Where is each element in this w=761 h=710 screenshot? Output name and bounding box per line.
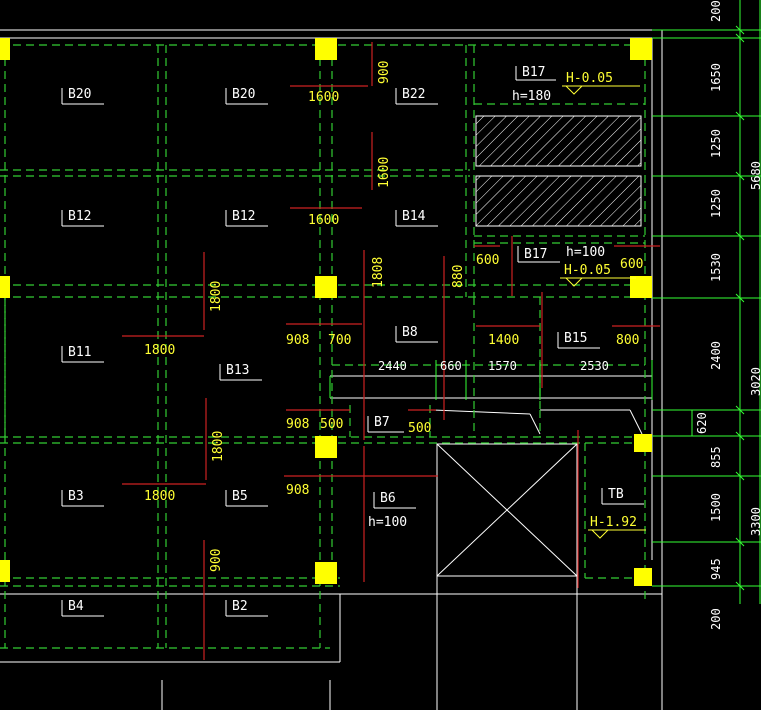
rebar-lines: [122, 42, 660, 660]
rebar-500-a: 500: [320, 417, 343, 432]
side-dim-1250-b: 1250: [709, 189, 723, 218]
rebar-800: 800: [616, 333, 639, 348]
dim-2530: 2530: [580, 359, 609, 373]
side-dim-200-a: 200: [709, 0, 723, 22]
rebar-1400: 1400: [488, 333, 519, 348]
rebar-908-a: 908: [286, 333, 309, 348]
rebar-500-b: 500: [408, 421, 431, 436]
dim-1570: 1570: [488, 359, 517, 373]
slab-b17b: B17: [524, 247, 547, 262]
rebar-1808: 1808: [371, 257, 386, 288]
slab-b20a: B20: [68, 87, 91, 102]
wall-outlines: [0, 29, 663, 710]
total-dim-5680: 5680: [749, 161, 761, 190]
rebar-1600-a: 1600: [308, 90, 339, 105]
slab-labels: B20 B20 B22 B17 B12 B12 B14 B17 B11 B13 …: [68, 65, 624, 614]
rebar-1800-d: 1800: [144, 489, 175, 504]
note-h100-a: h=100: [566, 245, 605, 260]
rebar-900-a: 900: [377, 61, 392, 84]
slab-tb: TB: [608, 487, 624, 502]
rebar-880: 880: [451, 265, 466, 288]
rebar-1600-b: 1600: [377, 157, 392, 188]
note-h100-b: h=100: [368, 515, 407, 530]
rebar-1800-c: 1800: [211, 431, 226, 462]
total-dim-3300: 3300: [749, 507, 761, 536]
slab-b20b: B20: [232, 87, 255, 102]
slab-b5: B5: [232, 489, 248, 504]
rebar-1800-b: 1800: [144, 343, 175, 358]
slab-b12b: B12: [232, 209, 255, 224]
rebar-900-b: 900: [209, 549, 224, 572]
side-dim-945: 945: [709, 558, 723, 580]
elevation-notes: H-0.05 h=180 h=100 H-0.05 h=100 H-1.92: [368, 71, 646, 539]
side-dimensions: 200 1650 1250 1250 1530 2400 620 855 150…: [695, 0, 761, 630]
dimension-lines: [329, 0, 761, 604]
slab-b22: B22: [402, 87, 425, 102]
note-h-005-a-marker: [565, 85, 583, 95]
columns: [0, 38, 652, 586]
note-h-192-marker: [591, 529, 609, 539]
note-h180: h=180: [512, 89, 551, 104]
note-h-005-a: H-0.05: [566, 71, 613, 86]
slab-b6: B6: [380, 491, 396, 506]
side-dim-1650: 1650: [709, 63, 723, 92]
dim-2440: 2440: [378, 359, 407, 373]
void-hatch-upper: [475, 115, 642, 167]
slab-b15: B15: [564, 331, 587, 346]
side-dim-2400: 2400: [709, 341, 723, 370]
slab-arrows: [61, 66, 644, 617]
side-dim-1250-a: 1250: [709, 129, 723, 158]
rebar-1800-a: 1800: [209, 281, 224, 312]
slab-b13: B13: [226, 363, 249, 378]
slab-b3: B3: [68, 489, 84, 504]
side-dim-620: 620: [695, 412, 709, 434]
slab-b4: B4: [68, 599, 84, 614]
rebar-600-b: 600: [620, 257, 643, 272]
slab-b2: B2: [232, 599, 248, 614]
rebar-700: 700: [328, 333, 351, 348]
side-dim-1530: 1530: [709, 253, 723, 282]
rebar-908-c: 908: [286, 483, 309, 498]
slab-b8: B8: [402, 325, 418, 340]
inner-dimensions: 2440 660 1570 2530: [378, 359, 609, 373]
dim-660: 660: [440, 359, 462, 373]
slab-b12a: B12: [68, 209, 91, 224]
slab-b11: B11: [68, 345, 91, 360]
rebar-1600-c: 1600: [308, 213, 339, 228]
note-h-192: H-1.92: [590, 515, 637, 530]
side-dim-1500: 1500: [709, 493, 723, 522]
rebar-lengths: 900 1600 1600 1600 880 600 600 1808 1800…: [144, 61, 643, 572]
slab-b17a: B17: [522, 65, 545, 80]
rebar-600-a: 600: [476, 253, 499, 268]
side-dim-200-b: 200: [709, 608, 723, 630]
total-dim-3020: 3020: [749, 367, 761, 396]
slab-b14: B14: [402, 209, 426, 224]
void-hatch-lower: [475, 175, 642, 227]
slab-b7: B7: [374, 415, 390, 430]
side-dim-855: 855: [709, 446, 723, 468]
note-h-005-b-marker: [565, 277, 583, 287]
rebar-908-b: 908: [286, 417, 309, 432]
note-h-005-b: H-0.05: [564, 263, 611, 278]
